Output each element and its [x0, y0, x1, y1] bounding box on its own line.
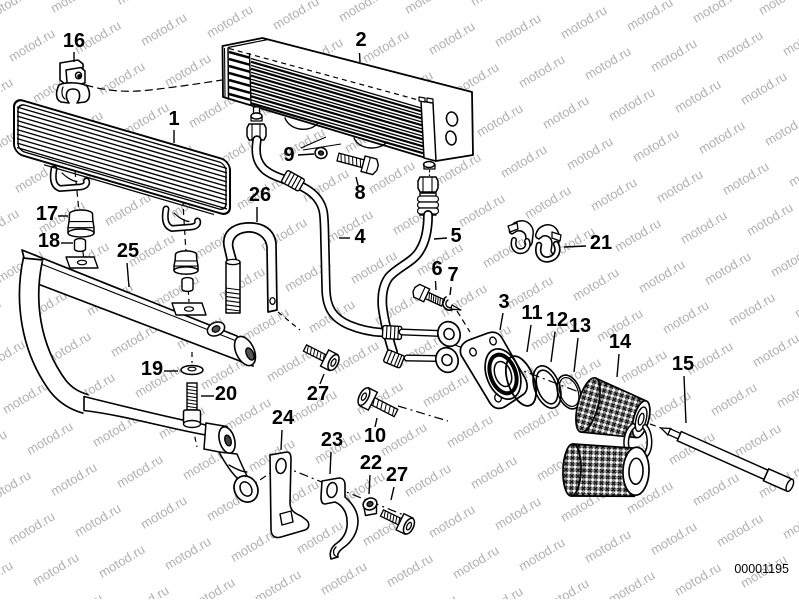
svg-text:15: 15	[672, 353, 694, 375]
svg-text:23: 23	[321, 429, 343, 451]
svg-text:17: 17	[36, 203, 58, 225]
svg-text:2: 2	[355, 29, 366, 51]
svg-text:25: 25	[117, 240, 139, 262]
svg-text:00001195: 00001195	[734, 562, 789, 576]
svg-text:24: 24	[272, 407, 295, 429]
svg-text:13: 13	[569, 315, 591, 337]
svg-text:20: 20	[215, 383, 237, 405]
svg-text:1: 1	[168, 108, 179, 130]
svg-text:16: 16	[63, 30, 85, 52]
svg-text:26: 26	[249, 184, 271, 206]
svg-text:10: 10	[364, 425, 386, 447]
svg-text:8: 8	[354, 182, 365, 204]
svg-text:27: 27	[307, 383, 329, 405]
svg-text:11: 11	[521, 302, 542, 324]
svg-text:14: 14	[609, 331, 632, 353]
svg-text:22: 22	[360, 452, 382, 474]
svg-text:12: 12	[546, 309, 568, 331]
svg-text:27: 27	[386, 464, 408, 486]
svg-text:19: 19	[141, 358, 163, 380]
svg-text:21: 21	[590, 232, 612, 254]
svg-text:5: 5	[450, 225, 461, 247]
svg-text:3: 3	[498, 291, 509, 313]
svg-text:9: 9	[283, 144, 294, 166]
svg-text:4: 4	[354, 226, 366, 248]
svg-text:7: 7	[447, 264, 458, 286]
svg-text:18: 18	[38, 230, 60, 252]
svg-text:6: 6	[431, 258, 442, 280]
